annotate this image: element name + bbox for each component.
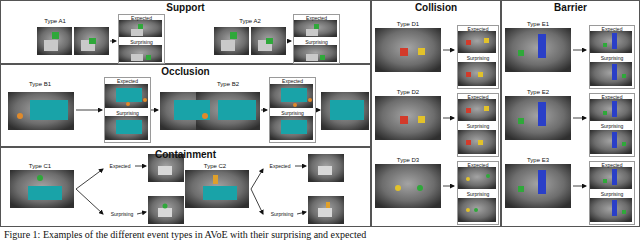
outcome-label: Surprising (111, 211, 134, 217)
category-panel: BarrierExpectedSurprisingExpectedSurpris… (501, 0, 640, 227)
figure-caption: Figure 1: Examples of the different even… (4, 229, 366, 241)
surprising-label: Surprising (458, 123, 498, 129)
category-panel: SupportExpectedSurprisingExpectedSurpris… (0, 0, 371, 64)
surprising-label: Surprising (105, 110, 150, 116)
expected-label: Expected (270, 78, 315, 84)
outcome-box: ExpectedSurprising (589, 161, 635, 225)
outcome-box: ExpectedSurprising (269, 77, 316, 143)
category-panel: CollisionExpectedSurprisingExpectedSurpr… (371, 0, 501, 227)
surprising-label: Surprising (590, 191, 634, 197)
outcome-box: ExpectedSurprising (457, 93, 499, 157)
outcome-label: Expected (110, 163, 131, 169)
expected-label: Expected (119, 15, 164, 21)
type-label: Type C1 (29, 163, 51, 170)
type-label: Type D1 (397, 21, 419, 28)
outcome-label: Expected (270, 163, 291, 169)
panel-title: Support (1, 2, 370, 13)
type-label: Type E2 (527, 89, 549, 96)
panel-title: Collision (372, 2, 500, 13)
category-panel: OcclusionExpectedSurprisingExpectedSurpr… (0, 64, 371, 147)
category-panel: Containment (0, 147, 371, 227)
expected-label: Expected (590, 26, 634, 32)
expected-label: Expected (590, 94, 634, 100)
type-label: Type E3 (527, 157, 549, 164)
panel-title: Occlusion (1, 66, 370, 77)
surprising-label: Surprising (119, 39, 164, 45)
expected-label: Expected (458, 26, 498, 32)
surprising-label: Surprising (590, 55, 634, 61)
surprising-label: Surprising (458, 191, 498, 197)
outcome-box: ExpectedSurprising (457, 161, 499, 225)
expected-label: Expected (458, 94, 498, 100)
expected-label: Expected (458, 162, 498, 168)
outcome-box: ExpectedSurprising (457, 25, 499, 89)
type-label: Type D2 (397, 89, 419, 96)
outcome-box: ExpectedSurprising (118, 14, 165, 64)
outcome-box: ExpectedSurprising (589, 25, 635, 89)
expected-label: Expected (105, 78, 150, 84)
type-label: Type B2 (217, 81, 239, 88)
expected-label: Expected (294, 15, 339, 21)
outcome-box: ExpectedSurprising (104, 77, 151, 143)
surprising-label: Surprising (590, 123, 634, 129)
surprising-label: Surprising (270, 110, 315, 116)
type-label: Type A1 (44, 18, 66, 25)
type-label: Type B1 (29, 81, 51, 88)
surprising-label: Surprising (294, 39, 339, 45)
outcome-label: Surprising (271, 211, 294, 217)
outcome-box: ExpectedSurprising (293, 14, 340, 64)
outcome-box: ExpectedSurprising (589, 93, 635, 157)
type-label: Type E1 (527, 21, 549, 28)
type-label: Type A2 (239, 18, 261, 25)
type-label: Type C2 (204, 163, 226, 170)
panel-title: Barrier (502, 2, 639, 13)
panel-title: Containment (1, 149, 370, 160)
expected-label: Expected (590, 162, 634, 168)
type-label: Type D3 (397, 157, 419, 164)
surprising-label: Surprising (458, 55, 498, 61)
